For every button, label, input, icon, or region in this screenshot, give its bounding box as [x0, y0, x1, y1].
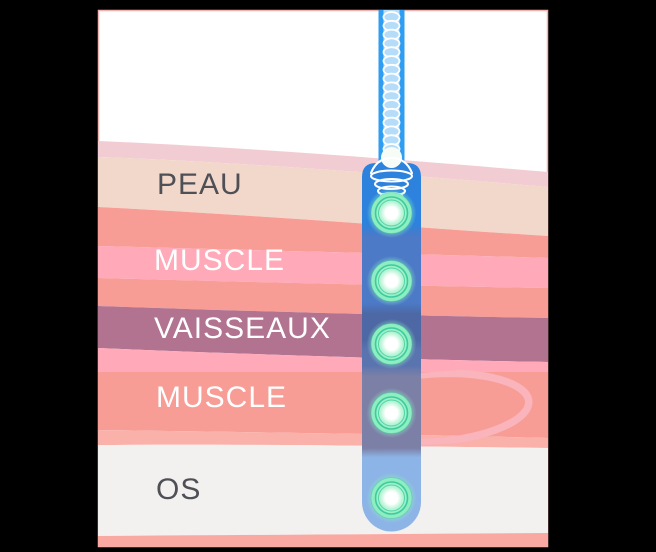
band-footer-bar — [98, 533, 548, 547]
sensor-dot-1 — [365, 187, 418, 239]
muscle-swirl-icon — [389, 369, 533, 447]
sensor-dot-5 — [365, 472, 418, 524]
band-vaisseaux — [98, 306, 548, 362]
cable-coil-icon — [382, 11, 401, 155]
band-muscle-sliver — [98, 348, 548, 373]
sensor-dot-3 — [365, 318, 418, 370]
band-os — [98, 444, 548, 536]
band-flesh-1 — [98, 207, 548, 258]
band-epidermis-stripe — [98, 141, 548, 187]
band-muscle-1 — [98, 246, 548, 288]
band-peau — [98, 157, 548, 236]
band-flesh-2 — [98, 278, 548, 318]
tissue-layers — [98, 141, 548, 547]
probe-cable — [378, 10, 405, 166]
probe-device — [362, 10, 421, 532]
sensor-dot-2 — [365, 255, 418, 307]
band-muscle-2 — [98, 372, 548, 438]
sensor-dot-4 — [365, 387, 418, 439]
